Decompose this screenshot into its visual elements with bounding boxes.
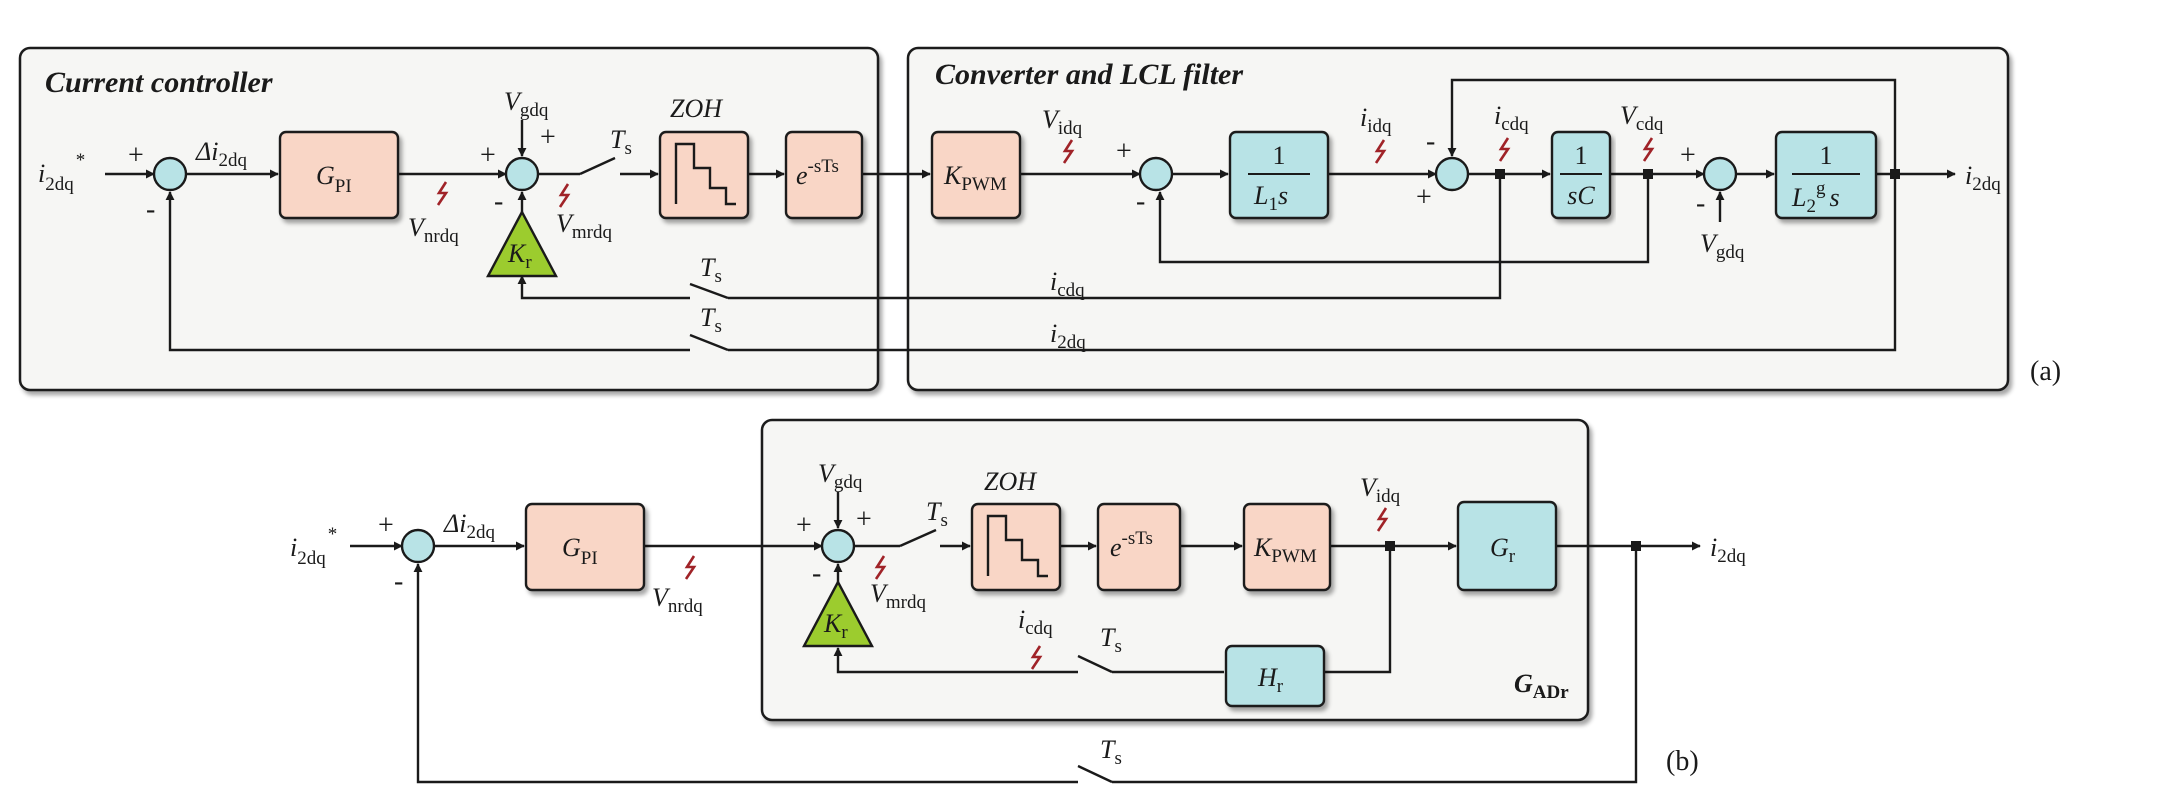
sum-junction-vm-b bbox=[820, 528, 856, 564]
svg-text:Gr: Gr bbox=[1490, 533, 1516, 567]
svg-text:+: + bbox=[128, 140, 144, 171]
svg-text:-: - bbox=[394, 566, 403, 597]
svg-text:Ts: Ts bbox=[1100, 623, 1122, 657]
lightning-icon bbox=[684, 555, 697, 580]
panel-a: Current controller Converter and LCL fil… bbox=[18, 46, 2061, 392]
svg-text:-: - bbox=[146, 194, 155, 225]
svg-text:+: + bbox=[540, 122, 556, 153]
input-signal-a: i2dq* bbox=[38, 150, 85, 195]
svg-text:+: + bbox=[856, 504, 872, 535]
lightning-icon bbox=[1498, 137, 1511, 162]
delay-block-b bbox=[1096, 502, 1182, 592]
svg-text:Kr: Kr bbox=[507, 239, 532, 273]
svg-text:icdq: icdq bbox=[1018, 605, 1053, 639]
svg-text:-: - bbox=[1136, 186, 1145, 217]
delay-block-a bbox=[784, 130, 864, 220]
lightning-icon bbox=[558, 183, 571, 208]
lightning-icon bbox=[1030, 645, 1043, 670]
svg-text:e-sTs: e-sTs bbox=[1110, 528, 1153, 562]
lightning-icon bbox=[1376, 507, 1389, 532]
svg-text:Vnrdq: Vnrdq bbox=[652, 583, 703, 617]
svg-text:e-sTs: e-sTs bbox=[796, 156, 839, 190]
svg-text:+: + bbox=[1116, 136, 1132, 167]
svg-text:Ts: Ts bbox=[610, 125, 632, 159]
svg-text:Δi2dq: Δi2dq bbox=[443, 509, 495, 543]
gadr-title: GADr bbox=[1514, 669, 1569, 703]
svg-text:iidq: iidq bbox=[1360, 103, 1392, 137]
gpi-block-a bbox=[278, 130, 400, 220]
svg-text:icdq: icdq bbox=[1494, 101, 1529, 135]
output-signal-b: i2dq bbox=[1710, 533, 1746, 567]
svg-text:Ts: Ts bbox=[926, 497, 948, 531]
sum-junction-ic-a bbox=[1434, 156, 1470, 192]
sum-junction-vm-a bbox=[504, 156, 540, 192]
panel-a-tag: (a) bbox=[2030, 356, 2061, 387]
svg-text:icdq: icdq bbox=[1050, 267, 1085, 301]
converter-title: Converter and LCL filter bbox=[935, 58, 1243, 91]
svg-text:Vgdq: Vgdq bbox=[504, 87, 549, 121]
panel-b-tag: (b) bbox=[1666, 746, 1699, 777]
svg-text:-: - bbox=[494, 186, 503, 217]
converter-lcl-box bbox=[906, 46, 2010, 392]
svg-text:GPI: GPI bbox=[316, 161, 352, 197]
zoh-label-b: ZOH bbox=[984, 467, 1037, 496]
gpi-block-b bbox=[524, 502, 646, 592]
svg-text:i2dq: i2dq bbox=[1050, 319, 1086, 353]
lightning-icon bbox=[1374, 139, 1387, 164]
output-signal-a: i2dq bbox=[1965, 161, 2001, 195]
svg-text:Ts: Ts bbox=[700, 303, 722, 337]
svg-text:-: - bbox=[1426, 126, 1435, 157]
hr-block-b bbox=[1224, 644, 1326, 708]
svg-text:Vnrdq: Vnrdq bbox=[408, 213, 459, 247]
lightning-icon bbox=[874, 555, 887, 580]
kpwm-block-a bbox=[930, 130, 1022, 220]
svg-text:Vmrdq: Vmrdq bbox=[870, 579, 926, 613]
svg-text:Kr: Kr bbox=[823, 609, 848, 643]
svg-text:-: - bbox=[812, 558, 821, 589]
zoh-label-a: ZOH bbox=[670, 94, 723, 123]
sum-junction-error-b bbox=[400, 528, 436, 564]
svg-text:Ts: Ts bbox=[1100, 735, 1122, 769]
svg-text:Vgdq: Vgdq bbox=[1700, 229, 1745, 263]
svg-text:Vidq: Vidq bbox=[1042, 105, 1083, 139]
kr-gain-b bbox=[802, 579, 874, 648]
panel-b: GADr i2dq* GPI bbox=[290, 418, 1746, 784]
svg-text:+: + bbox=[480, 140, 496, 171]
zoh-staircase-icon bbox=[674, 142, 736, 206]
svg-text:1: 1 bbox=[1820, 141, 1833, 170]
svg-text:-: - bbox=[1696, 188, 1705, 219]
svg-text:1: 1 bbox=[1273, 141, 1286, 170]
svg-text:Vidq: Vidq bbox=[1360, 473, 1401, 507]
sum-junction-error-a bbox=[152, 156, 188, 192]
svg-text:Hr: Hr bbox=[1257, 663, 1284, 697]
svg-text:+: + bbox=[1680, 140, 1696, 171]
kr-gain-a bbox=[486, 209, 558, 278]
kpwm-block-b bbox=[1242, 502, 1332, 592]
gr-block-b bbox=[1456, 500, 1558, 592]
zoh-staircase-icon bbox=[986, 514, 1048, 578]
svg-text:KPWM: KPWM bbox=[1253, 533, 1317, 567]
svg-text:Vgdq: Vgdq bbox=[818, 459, 863, 493]
svg-text:Ts: Ts bbox=[700, 253, 722, 287]
svg-text:Δi2dq: Δi2dq bbox=[195, 137, 247, 171]
lightning-icon bbox=[436, 181, 449, 206]
svg-text:+: + bbox=[1416, 182, 1432, 213]
svg-text:GPI: GPI bbox=[562, 533, 598, 569]
svg-text:KPWM: KPWM bbox=[943, 161, 1007, 195]
input-signal-b: i2dq* bbox=[290, 524, 337, 569]
svg-text:sC: sC bbox=[1567, 181, 1595, 210]
svg-text:+: + bbox=[378, 510, 394, 541]
svg-text:Vcdq: Vcdq bbox=[1620, 101, 1664, 135]
current-controller-title: Current controller bbox=[45, 66, 273, 99]
svg-text:Vmrdq: Vmrdq bbox=[556, 209, 612, 243]
svg-text:1: 1 bbox=[1575, 141, 1588, 170]
sum-junction-l1-a bbox=[1138, 156, 1174, 192]
svg-text:L1s: L1s bbox=[1253, 181, 1288, 215]
sum-junction-l2-a bbox=[1702, 156, 1738, 192]
lightning-icon bbox=[1642, 137, 1655, 162]
svg-text:+: + bbox=[796, 510, 812, 541]
lightning-icon bbox=[1062, 139, 1075, 164]
